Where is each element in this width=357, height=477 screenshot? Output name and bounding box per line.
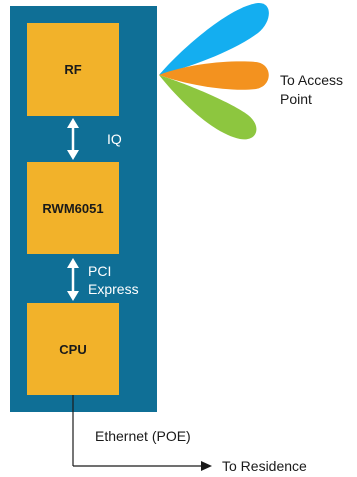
beam-blue bbox=[159, 2, 269, 76]
pci-express-label-line1: PCI bbox=[88, 263, 111, 279]
residence-label: To Residence bbox=[222, 458, 307, 474]
cpu-block bbox=[27, 303, 119, 395]
ethernet-connector bbox=[72, 395, 203, 467]
rwm6051-label: RWM6051 bbox=[42, 201, 103, 216]
cpu-label: CPU bbox=[59, 342, 86, 357]
access-point-label-line2: Point bbox=[280, 91, 312, 107]
beam-green bbox=[159, 75, 257, 140]
pci-express-link-arrow bbox=[67, 258, 79, 301]
rf-label: RF bbox=[64, 62, 81, 77]
ethernet-arrowhead bbox=[201, 461, 212, 471]
antenna-beams bbox=[159, 2, 269, 140]
ethernet-label: Ethernet (POE) bbox=[95, 428, 191, 444]
pci-express-label-line2: Express bbox=[88, 281, 139, 297]
rf-block bbox=[27, 23, 119, 116]
access-point-label-line1: To Access bbox=[280, 72, 343, 88]
rwm6051-block bbox=[27, 162, 119, 254]
beam-orange bbox=[159, 61, 269, 90]
iq-link-label: IQ bbox=[107, 131, 122, 147]
iq-link-arrow bbox=[67, 118, 79, 160]
